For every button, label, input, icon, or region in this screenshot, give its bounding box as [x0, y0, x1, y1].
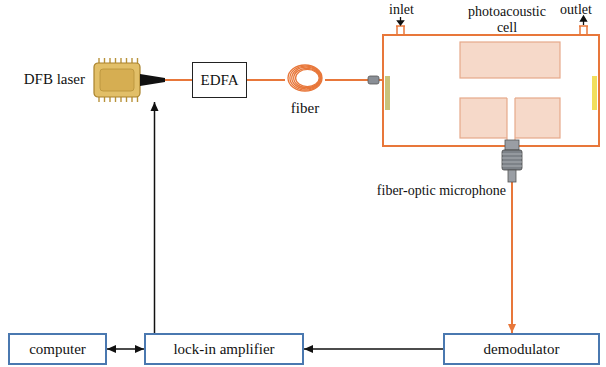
optical-link [165, 79, 192, 81]
optical-link [511, 182, 513, 333]
node-label: photoacoustic cell [457, 4, 557, 35]
node-label: fiber-optic microphone [377, 183, 506, 198]
mic-drawing [500, 140, 524, 182]
fiber-ferrule [368, 76, 379, 84]
node-label: computer [29, 341, 86, 358]
laser-drawing [90, 58, 165, 102]
microphone: fiber-optic microphone [500, 140, 524, 182]
amplifier-box: EDFA [192, 62, 247, 98]
laser-chip: DFB laser [90, 58, 165, 102]
demodulator-box: demodulator [443, 333, 600, 365]
coil-drawing [285, 62, 325, 98]
inlet-fitting [396, 26, 405, 34]
outlet-fitting [579, 26, 588, 34]
lockin-box: lock-in amplifier [144, 333, 304, 365]
node-label: EDFA [200, 72, 238, 89]
fiber-coil: fiber [285, 62, 325, 98]
photoacoustic-cell: photoacoustic cell [382, 34, 600, 147]
port-label: outlet [560, 2, 592, 17]
port-label: inlet [389, 2, 414, 17]
node-label: DFB laser [24, 71, 85, 88]
node-label: fiber [291, 100, 319, 117]
cell-drawing [384, 36, 598, 145]
node-label: demodulator [484, 341, 560, 358]
signal-arrow [154, 102, 156, 333]
signal-arrow [107, 348, 144, 350]
signal-arrow [304, 348, 443, 350]
computer-box: computer [8, 333, 107, 365]
optical-link [247, 79, 285, 81]
node-label: lock-in amplifier [173, 341, 274, 358]
